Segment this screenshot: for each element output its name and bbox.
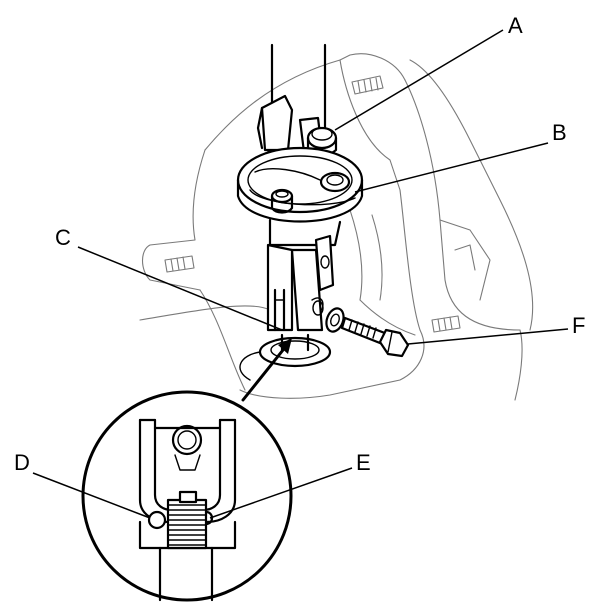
callout-label-B: B — [552, 120, 567, 145]
stud-upper-right — [351, 75, 384, 95]
joint-bolt-F — [325, 307, 410, 358]
leader-D — [32, 472, 151, 519]
stud-right — [431, 315, 461, 333]
clamp-yoke — [256, 94, 324, 154]
universal-joint — [266, 218, 342, 332]
callout-label-E: E — [356, 450, 371, 475]
leader-A — [334, 29, 504, 131]
leader-B — [354, 142, 549, 193]
leader-lines — [32, 29, 569, 519]
leader-F — [407, 328, 569, 345]
detail-view — [81, 390, 293, 602]
callout-label-C: C — [55, 225, 71, 250]
joint-cover-B — [236, 146, 364, 223]
leader-E — [209, 467, 353, 519]
callout-label-F: F — [572, 313, 585, 338]
body-panel — [139, 53, 534, 401]
callout-label-D: D — [14, 450, 30, 475]
callout-label-A: A — [508, 13, 523, 38]
leader-C — [77, 246, 283, 331]
stud-left — [164, 255, 195, 273]
detail-arrow — [241, 338, 292, 402]
callout-labels: A B C D E F — [14, 13, 585, 475]
